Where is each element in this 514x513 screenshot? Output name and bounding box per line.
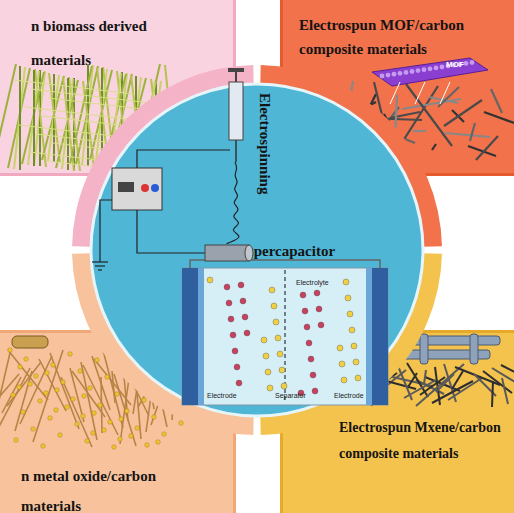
ground-symbol	[95, 265, 105, 266]
wire	[137, 210, 205, 253]
electrode-plate	[182, 268, 198, 405]
electrode-layer	[198, 268, 204, 405]
node-text: Electrospinning	[256, 93, 274, 194]
ion-dot	[271, 303, 277, 309]
part-label: MOF	[446, 60, 464, 69]
node-text: Electrospun MOF/carbon composite materia…	[299, 13, 489, 61]
ion-dot	[345, 295, 351, 301]
part-label: Separator	[275, 392, 306, 399]
ion-dot	[310, 372, 316, 378]
part-label: Electrode	[207, 392, 237, 399]
syringe-plunger	[228, 68, 244, 72]
cell-outline	[182, 268, 388, 405]
wire	[137, 150, 230, 168]
wire	[100, 200, 112, 262]
electrode-plate	[372, 268, 388, 405]
ion-dot	[355, 375, 361, 381]
ion-dot	[281, 383, 287, 389]
ground-symbol	[98, 269, 102, 270]
ion-dot	[341, 377, 347, 383]
ion-dot	[244, 330, 250, 336]
text-box: Supercapacitor	[237, 242, 335, 260]
ion-dot	[300, 292, 306, 298]
ion-dot	[339, 361, 345, 367]
ground-symbol	[92, 261, 108, 262]
text-box: Electrospun MOF/carbon composite materia…	[299, 13, 489, 61]
electrode-layer	[366, 268, 372, 405]
center-circle: ElectrospinningSupercapacitor	[72, 65, 442, 435]
fluid-jet	[227, 162, 239, 244]
ion-dot	[343, 279, 349, 285]
text-box: Electrospun Mxene/carbon composite mater…	[339, 415, 514, 467]
ion-dot	[230, 332, 236, 338]
power-supply	[112, 168, 162, 210]
ion-dot	[207, 277, 213, 283]
text-box: Electrospinning	[256, 93, 274, 194]
ion-dot	[265, 369, 271, 375]
ion-dot	[351, 343, 357, 349]
power-terminal	[151, 184, 159, 192]
text-box: n metal oxide/carbon materials	[21, 461, 196, 513]
ion-dot	[269, 287, 275, 293]
ion-dot	[312, 388, 318, 394]
ion-dot	[236, 380, 242, 386]
ion-dot	[267, 385, 273, 391]
node-text: n biomass derived materials	[31, 9, 181, 77]
ion-dot	[314, 290, 320, 296]
ion-dot	[224, 284, 230, 290]
ion-dot	[302, 308, 308, 314]
circle-fill	[91, 84, 423, 416]
ion-dot	[226, 300, 232, 306]
power-terminal	[141, 184, 149, 192]
ion-dot	[308, 356, 314, 362]
part-label: Electrode	[334, 392, 364, 399]
ion-dot	[318, 322, 324, 328]
ion-dot	[234, 364, 240, 370]
ion-dot	[261, 337, 267, 343]
ion-dot	[232, 348, 238, 354]
node-text: Electrospun Mxene/carbon composite mater…	[339, 415, 514, 467]
syringe-plunger	[235, 72, 237, 82]
ion-dot	[349, 327, 355, 333]
electrolyte-area	[182, 268, 388, 405]
ion-dot	[279, 367, 285, 373]
external-wire	[190, 260, 380, 268]
ion-dot	[263, 353, 269, 359]
ion-dot	[242, 314, 248, 320]
ion-dot	[275, 335, 281, 341]
supercapacitor-cell: Supercapacitor	[182, 268, 388, 405]
ion-dot	[277, 351, 283, 357]
node-text: Supercapacitor	[237, 242, 335, 260]
power-display	[118, 182, 134, 192]
ion-dot	[228, 316, 234, 322]
ion-dot	[304, 324, 310, 330]
ion-dot	[238, 282, 244, 288]
collector-drum	[205, 245, 249, 261]
ion-dot	[240, 298, 246, 304]
text-box: n biomass derived materials	[31, 9, 181, 77]
syringe-body	[229, 82, 243, 140]
ion-dot	[306, 340, 312, 346]
ion-dot	[347, 311, 353, 317]
ion-dot	[337, 345, 343, 351]
part-label: Electrolyte	[296, 279, 329, 286]
collector-drum	[245, 245, 253, 261]
syringe-needle	[235, 140, 237, 162]
ion-dot	[273, 319, 279, 325]
node-text: n metal oxide/carbon materials	[21, 461, 196, 513]
ion-dot	[353, 359, 359, 365]
ion-dot	[316, 306, 322, 312]
